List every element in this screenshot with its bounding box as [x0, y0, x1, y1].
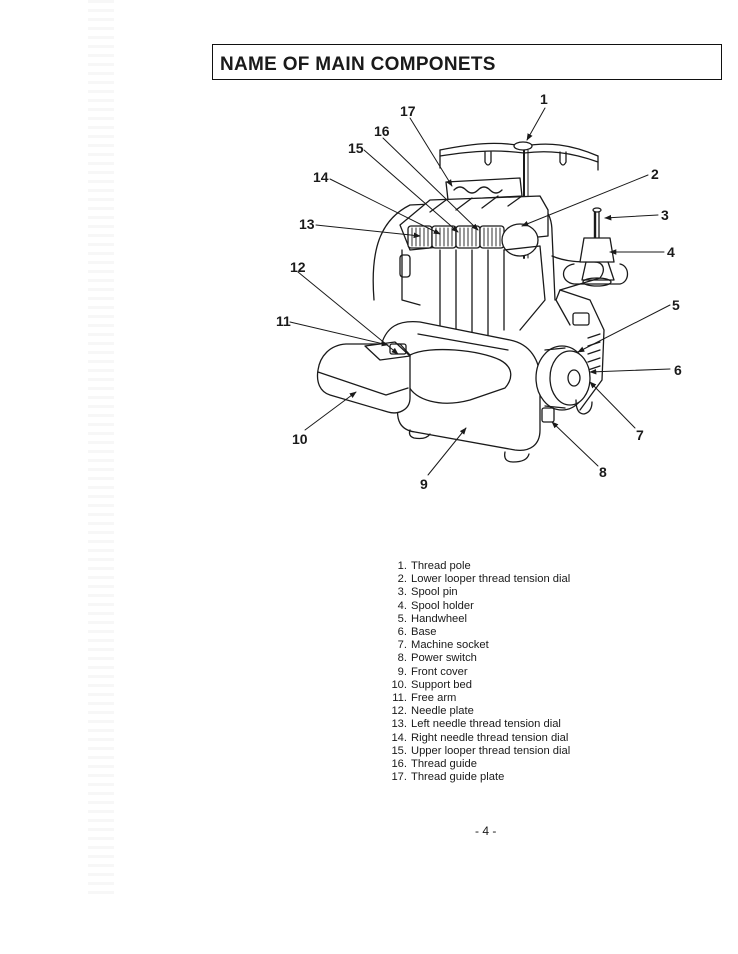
callout-12: 12 — [290, 259, 306, 275]
callout-15: 15 — [348, 140, 364, 156]
legend-item: 7.Machine socket — [397, 639, 489, 652]
callout-11: 11 — [276, 313, 291, 329]
callout-13: 13 — [299, 216, 315, 232]
legend-item: 9.Front cover — [397, 665, 468, 678]
callout-10: 10 — [292, 431, 308, 447]
callout-4: 4 — [667, 244, 675, 260]
legend-item: 10.Support bed — [391, 678, 472, 691]
callout-8: 8 — [599, 464, 607, 480]
legend-item: 14.Right needle thread tension dial — [391, 731, 569, 744]
section-title-box: NAME OF MAIN COMPONETS — [212, 44, 722, 80]
section-title: NAME OF MAIN COMPONETS — [220, 54, 496, 75]
legend-item: 5.Handwheel — [397, 612, 467, 625]
legend-item: 15.Upper looper thread tension dial — [391, 744, 571, 757]
callout-9: 9 — [420, 476, 428, 492]
callout-17: 17 — [400, 103, 416, 119]
legend-item: 16.Thread guide — [391, 758, 477, 771]
callout-leaders — [289, 107, 671, 476]
legend-item: 2.Lower looper thread tension dial — [397, 573, 571, 586]
callout-1: 1 — [540, 91, 548, 107]
callout-16: 16 — [374, 123, 390, 139]
components-legend: 1.Thread pole 2.Lower looper thread tens… — [385, 560, 570, 784]
callout-5: 5 — [672, 297, 680, 313]
legend-item: 4.Spool holder — [397, 599, 474, 612]
legend-item: 1.Thread pole — [397, 560, 471, 572]
legend-item: 17.Thread guide plate — [391, 771, 505, 784]
legend-item: 11.Free arm — [392, 692, 457, 705]
callout-3: 3 — [661, 207, 669, 223]
callout-6: 6 — [674, 362, 682, 378]
legend-item: 8.Power switch — [397, 652, 477, 665]
legend-item: 12.Needle plate — [391, 705, 474, 718]
page-number: - 4 - — [475, 824, 497, 838]
scan-edge-shading — [88, 0, 114, 900]
callout-14: 14 — [313, 169, 329, 185]
machine-drawing — [316, 141, 629, 463]
legend-item: 13.Left needle thread tension dial — [391, 718, 561, 731]
callout-2: 2 — [651, 166, 659, 182]
legend-item: 6.Base — [397, 626, 437, 639]
callout-7: 7 — [636, 427, 644, 443]
legend-item: 3.Spool pin — [397, 586, 458, 599]
